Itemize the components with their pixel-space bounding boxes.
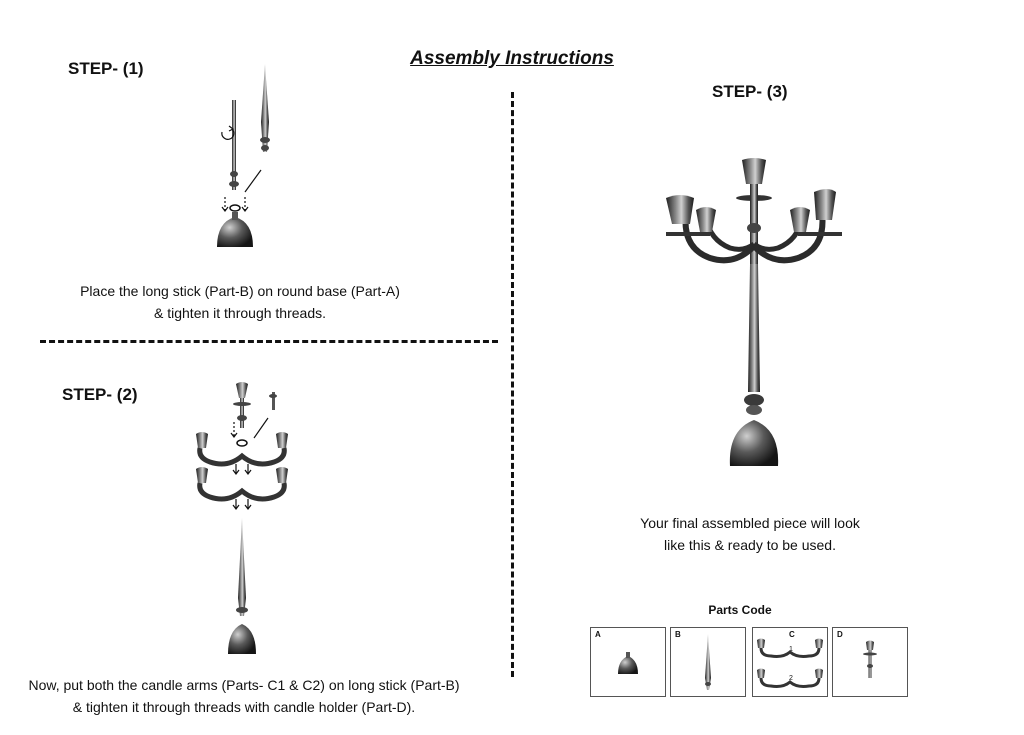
part-a-label: A [595, 630, 601, 639]
vertical-divider [511, 92, 514, 677]
step-2-illustration [196, 382, 288, 654]
step-3-instruction-line-1: Your final assembled piece will look [640, 515, 860, 531]
step-1-instruction-line-2: & tighten it through threads. [154, 305, 326, 321]
part-a-box: A [590, 627, 666, 697]
part-b-label: B [675, 630, 681, 639]
long-stick-icon [705, 634, 711, 690]
step-1-heading: STEP- (1) [68, 59, 144, 78]
part-d-label: D [837, 630, 843, 639]
step-1-illustration [217, 64, 270, 247]
step-2-instruction-line-2: & tighten it through threads with candle… [72, 699, 416, 715]
round-base-icon [618, 652, 638, 674]
horizontal-divider [40, 340, 498, 343]
part-d-box: D [832, 627, 908, 697]
step-2-heading: STEP- (2) [62, 385, 138, 404]
step-3-heading: STEP- (3) [712, 82, 788, 101]
page-title: Assembly Instructions [410, 48, 614, 69]
part-c2-label: 2 [789, 675, 793, 682]
step-1-instruction-line-1: Place the long stick (Part-B) on round b… [80, 283, 400, 299]
parts-code-heading: Parts Code [708, 603, 772, 617]
part-c-box: C 1 2 [752, 627, 828, 697]
step-3-assembled-candelabra [666, 158, 842, 466]
step-2-instruction-line-1: Now, put both the candle arms (Parts- C1… [28, 677, 460, 693]
part-c-label: C [789, 630, 795, 639]
part-c1-label: 1 [789, 646, 793, 653]
step-3-instruction-line-2: like this & ready to be used. [664, 537, 836, 553]
candle-holder-icon [863, 640, 877, 678]
part-b-box: B [670, 627, 746, 697]
candle-arms-icon [757, 638, 823, 688]
